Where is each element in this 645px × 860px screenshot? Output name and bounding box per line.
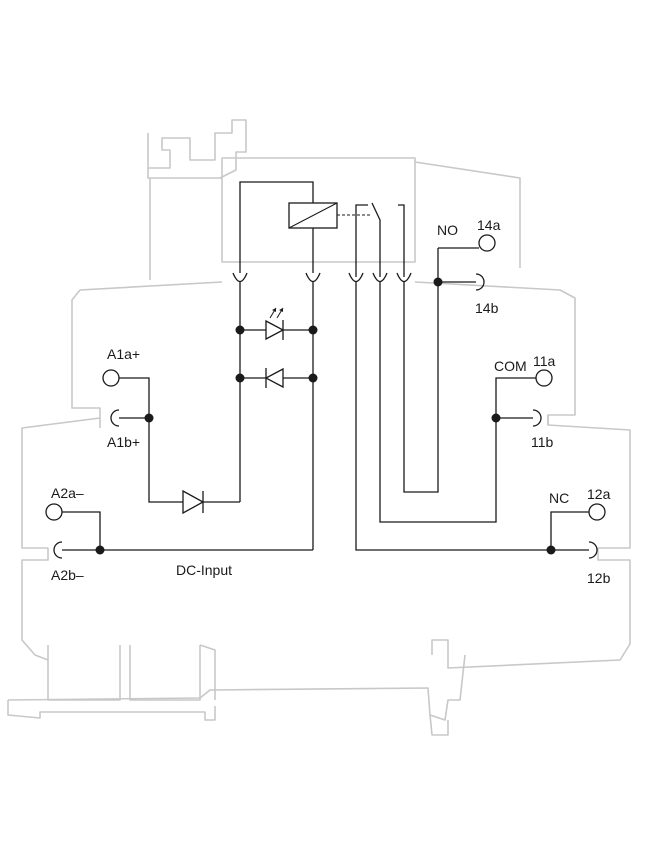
label-14b: 14b <box>475 300 499 316</box>
label-no: NO <box>437 222 458 238</box>
terminal-12b <box>588 541 598 559</box>
terminal-a2a <box>45 503 63 521</box>
label-12a: 12a <box>587 486 611 502</box>
label-a2a: A2a– <box>51 485 84 501</box>
input-protection-diode <box>182 489 205 515</box>
terminal-14a <box>478 234 496 252</box>
terminal-14b <box>475 273 485 291</box>
label-dc-input: DC-Input <box>176 562 232 578</box>
label-11a: 11a <box>533 353 556 369</box>
label-a1b: A1b+ <box>107 434 140 450</box>
label-a1a: A1a+ <box>107 346 140 362</box>
terminal-a1b <box>110 409 120 427</box>
label-14a: 14a <box>477 217 501 233</box>
label-a2b: A2b– <box>51 567 84 583</box>
terminal-12a <box>588 503 606 521</box>
terminal-a2b <box>53 541 63 559</box>
relay-housing-outline <box>7 119 631 736</box>
terminal-a1a <box>102 369 120 387</box>
label-12b: 12b <box>587 570 611 586</box>
terminal-11b <box>532 409 542 427</box>
terminal-11a <box>535 369 553 387</box>
freewheel-diode <box>264 367 284 389</box>
circuit-wiring <box>62 181 589 555</box>
led-indicator <box>265 307 285 341</box>
label-nc: NC <box>549 490 569 506</box>
label-11b: 11b <box>531 434 554 450</box>
label-com: COM <box>494 358 527 374</box>
coil-socket-pins <box>232 272 412 290</box>
